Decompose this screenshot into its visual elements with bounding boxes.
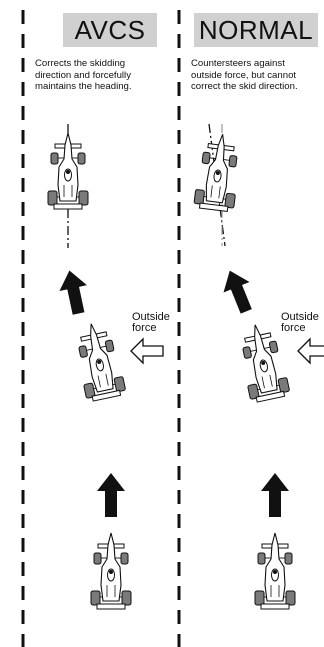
force-label-normal: Outside force [281, 312, 319, 334]
up-arrow-icon [261, 473, 289, 517]
up-arrow-icon [55, 267, 93, 317]
description-line: maintains the heading. [35, 81, 132, 92]
description-line: Countersteers against [191, 58, 285, 69]
force-label-line: force [281, 322, 306, 334]
race-car-icon [70, 319, 128, 403]
outside-force-arrow-icon [130, 338, 164, 364]
description-line: outside force, but cannot [191, 69, 297, 81]
force-label-line: Outside [281, 311, 319, 323]
panel-description-avcs: Corrects the skidding direction and forc… [35, 58, 170, 93]
description-line: correct the skid direction. [191, 81, 298, 92]
panel-description-normal: Countersteers against outside force, but… [191, 58, 324, 93]
panel-title-normal: NORMAL [194, 13, 318, 47]
race-car-icon [254, 532, 296, 610]
force-label-line: Outside [132, 311, 170, 323]
race-car-icon [192, 131, 244, 213]
outside-force-arrow-icon [297, 338, 324, 364]
description-line: Corrects the skidding [35, 58, 126, 69]
panel-title-avcs: AVCS [63, 13, 157, 47]
race-car-icon [90, 532, 132, 610]
race-car-icon [47, 132, 89, 210]
force-label-avcs: Outside force [132, 312, 170, 334]
up-arrow-icon [97, 473, 125, 517]
up-arrow-icon [216, 265, 260, 317]
description-line: direction and forcefully [35, 69, 131, 81]
force-label-line: force [132, 322, 157, 334]
